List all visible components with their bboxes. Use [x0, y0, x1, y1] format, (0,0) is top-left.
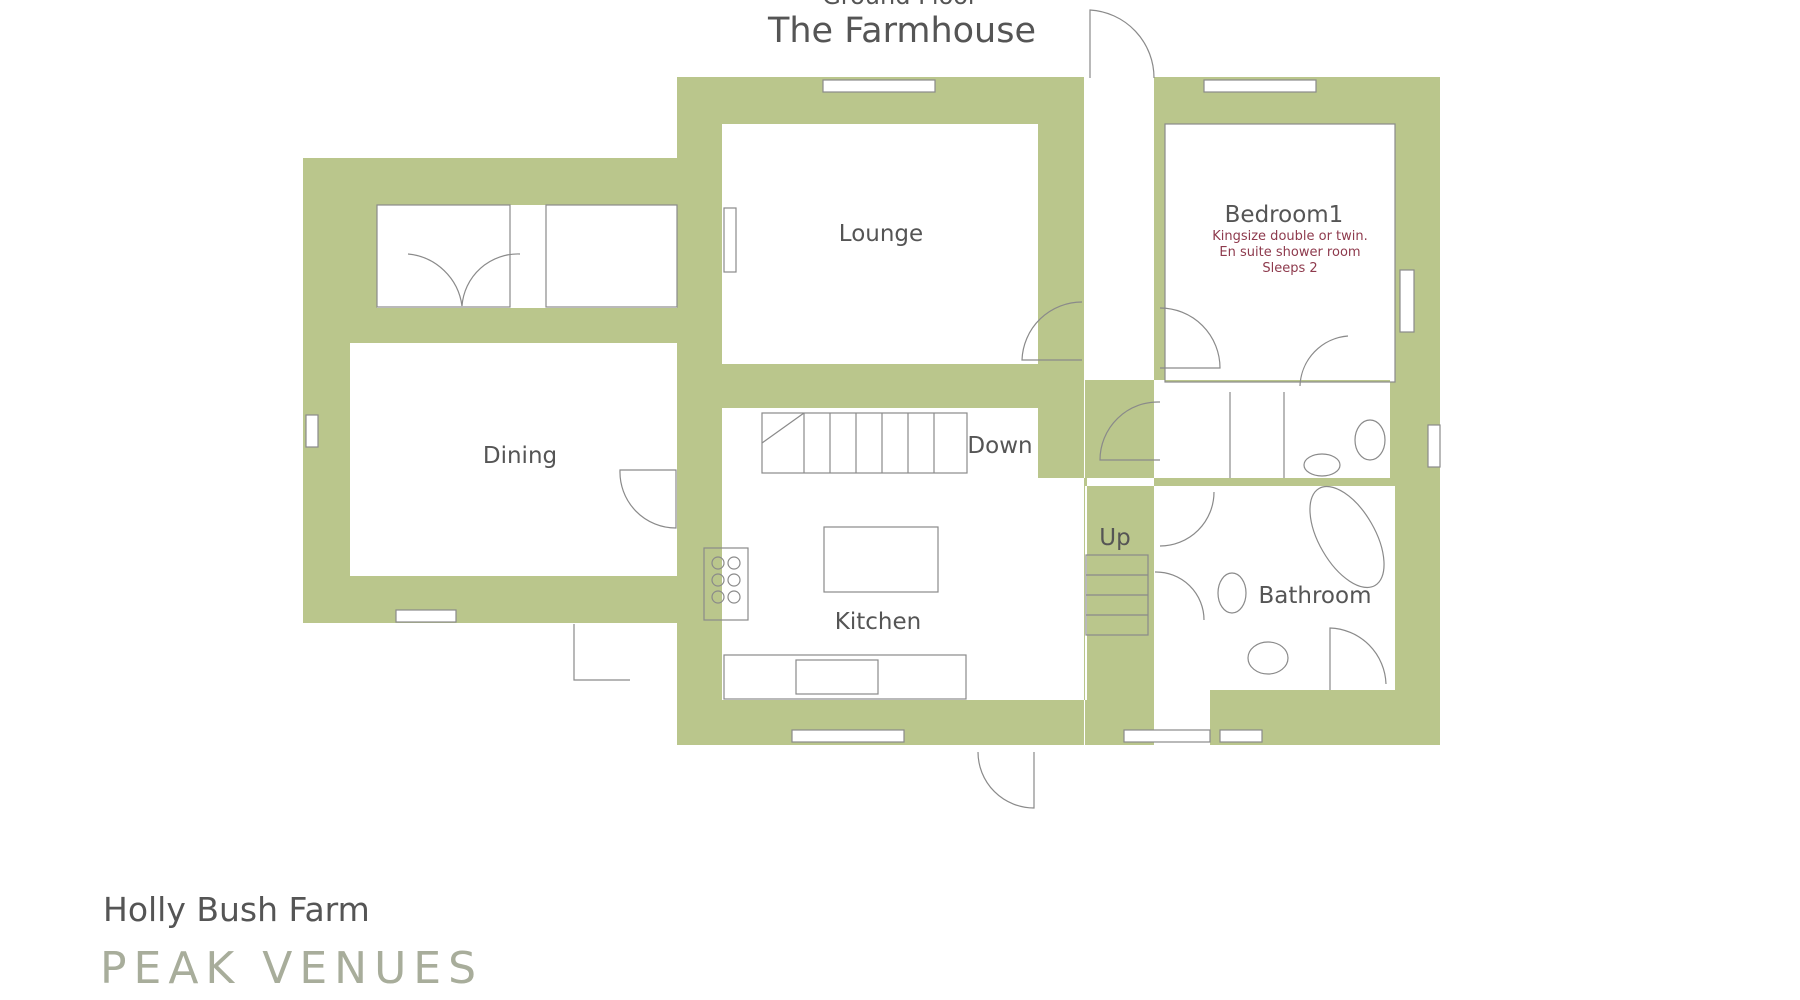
bathroom-window [1219, 729, 1263, 743]
staircase-up [1085, 554, 1149, 636]
hall-window [1123, 729, 1211, 743]
kitchen-counter [723, 654, 967, 700]
rear-door-swing [977, 751, 1035, 809]
wash-basin [1217, 572, 1247, 614]
sink-unit [795, 659, 879, 695]
brand-logo: PEAK VENUES [100, 943, 484, 994]
bedroom-outline [1164, 123, 1396, 383]
hall-door-swing [1159, 491, 1215, 547]
back-door-swing [573, 624, 630, 681]
bedroom-window [1203, 79, 1317, 93]
ensuite-basin [1303, 453, 1341, 477]
front-door-swing [1089, 9, 1155, 79]
bedroom1-note-1: Kingsize double or twin. [1212, 229, 1368, 244]
ensuite-toilet [1354, 419, 1386, 461]
kitchen-door-swing [619, 469, 677, 529]
bathroom-toilet [1247, 641, 1289, 675]
dining-window-bottom [395, 609, 457, 623]
bedroom1-note-3: Sleeps 2 [1262, 261, 1317, 276]
bath-tub [1309, 485, 1385, 589]
shower-tray [1329, 627, 1387, 690]
store-door-swing [461, 253, 521, 307]
exterior-walls [303, 77, 1440, 745]
floor-label: Ground Floor [822, 0, 978, 10]
cupboard-outline [376, 204, 511, 308]
lounge-door-swing [1021, 301, 1083, 361]
room-label-lounge: Lounge [839, 221, 923, 247]
stairs-up-label: Up [1099, 525, 1130, 551]
staircase-down [761, 412, 968, 474]
lounge-radiator [723, 207, 737, 273]
lounge-window [822, 79, 936, 93]
cupboard-door-swing [1099, 401, 1161, 461]
bedroom-door-swing [1159, 307, 1221, 369]
kitchen-island [823, 526, 939, 593]
wc-door-swing [1154, 571, 1205, 621]
property-name: Holly Bush Farm [103, 890, 370, 929]
ensuite-door-swing [1299, 335, 1349, 387]
dining-door-swing [407, 253, 463, 307]
store-outline [545, 204, 678, 308]
room-label-kitchen: Kitchen [835, 609, 921, 635]
room-label-bedroom1: Bedroom1 [1225, 202, 1344, 228]
stairs-down-label: Down [967, 433, 1032, 459]
plan-title: The Farmhouse [767, 11, 1036, 51]
ensuite-window [1427, 424, 1441, 468]
room-label-dining: Dining [483, 443, 557, 469]
room-label-bathroom: Bathroom [1259, 583, 1372, 609]
bedroom-radiator [1399, 269, 1415, 333]
bedroom1-note-2: En suite shower room [1219, 245, 1360, 260]
dining-window-side [305, 414, 319, 448]
kitchen-window [791, 729, 905, 743]
cooker-hob [703, 547, 749, 621]
